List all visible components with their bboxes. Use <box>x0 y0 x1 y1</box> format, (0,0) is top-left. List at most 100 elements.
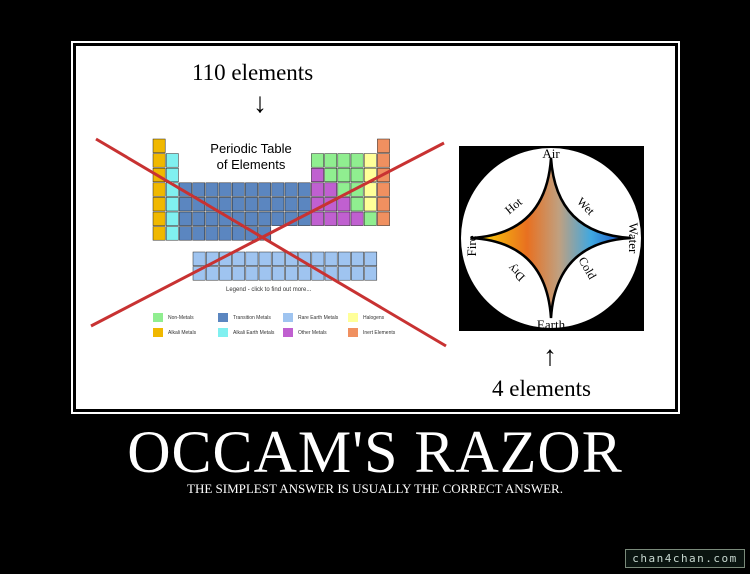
element-cell <box>152 182 166 197</box>
element-cell <box>297 197 311 212</box>
legend-item[interactable]: Alkali Metals <box>153 328 196 337</box>
legend-swatch <box>218 313 228 322</box>
legend-label: Non-Metals <box>168 314 194 321</box>
element-cell <box>377 197 390 212</box>
element-water: Water <box>626 223 641 254</box>
legend-label: Inert Elements <box>363 329 396 336</box>
element-cell <box>152 153 166 168</box>
left-label: 110 elements <box>192 60 314 85</box>
table-title-line1: Periodic Table <box>210 141 292 156</box>
legend-item[interactable]: Other Metals <box>283 328 327 337</box>
element-cell <box>311 167 324 183</box>
element-cell <box>271 211 285 226</box>
legend-label: Rare Earth Metals <box>298 314 339 321</box>
element-cell <box>337 211 351 226</box>
element-cell <box>284 197 298 212</box>
element-cell <box>205 226 219 241</box>
element-cell <box>205 182 219 197</box>
element-cell <box>324 167 338 183</box>
element-cell <box>351 266 364 281</box>
element-cell <box>205 211 219 226</box>
element-cell <box>165 197 179 212</box>
element-cell <box>363 153 377 168</box>
element-cell <box>152 197 166 212</box>
watermark-link[interactable]: chan4chan.com <box>625 549 745 568</box>
poster-title: OCCAM'S RAZOR <box>127 419 623 485</box>
legend-label: Alkali Metals <box>168 329 197 336</box>
legend-swatch <box>348 313 358 322</box>
element-cell <box>192 251 206 266</box>
legend-item[interactable]: Non-Metals <box>153 313 194 322</box>
element-cell <box>311 211 324 226</box>
element-cell <box>377 211 390 226</box>
element-air: Air <box>542 146 560 161</box>
legend-item[interactable]: Inert Elements <box>348 328 395 337</box>
cross-line-1 <box>95 137 447 348</box>
element-cell <box>205 266 219 281</box>
legend-swatch <box>153 313 163 322</box>
element-cell <box>179 211 192 226</box>
element-cell <box>218 182 232 197</box>
element-cell <box>232 251 246 266</box>
element-cell <box>350 167 364 183</box>
element-cell <box>245 251 259 266</box>
element-cell <box>363 197 377 212</box>
element-cell <box>285 266 298 281</box>
element-cell <box>324 182 338 197</box>
legend-swatch <box>283 328 293 337</box>
element-cell <box>337 251 351 266</box>
element-cell <box>245 211 258 226</box>
element-cell <box>350 153 364 168</box>
element-cell <box>152 211 166 226</box>
element-cell <box>258 251 272 266</box>
element-cell <box>192 211 206 226</box>
element-cell <box>377 182 390 197</box>
element-cell <box>337 266 351 281</box>
element-cell <box>152 138 166 153</box>
element-cell <box>219 266 232 281</box>
star-shape <box>470 157 632 319</box>
element-cell <box>258 197 272 212</box>
element-cell <box>284 182 298 197</box>
element-cell <box>297 182 311 197</box>
legend-label: Other Metals <box>298 329 327 336</box>
element-cell <box>377 138 390 153</box>
element-cell <box>363 211 377 226</box>
element-cell <box>258 211 272 226</box>
element-cell <box>231 182 245 197</box>
poster-frame <box>71 41 680 414</box>
element-cell <box>192 226 206 241</box>
legend-swatch <box>153 328 163 337</box>
legend-item[interactable]: Transition Metals <box>218 313 271 322</box>
element-cell <box>152 226 166 241</box>
poster-subtitle: THE SIMPLEST ANSWER IS USUALLY THE CORRE… <box>187 481 563 496</box>
element-cell <box>179 197 192 212</box>
legend-item[interactable]: Alkali Earth Metals <box>218 328 274 337</box>
legend-label: Transition Metals <box>233 314 271 321</box>
element-cell <box>337 167 351 183</box>
red-cross <box>90 137 447 348</box>
element-cell <box>311 182 324 197</box>
element-cell <box>350 197 364 212</box>
periodic-table <box>152 138 390 281</box>
legend-item[interactable]: Rare Earth Metals <box>283 313 338 322</box>
element-cell <box>165 167 179 183</box>
element-cell <box>364 251 378 266</box>
element-cell <box>218 226 232 241</box>
element-cell <box>192 182 206 197</box>
element-cell <box>245 197 258 212</box>
element-cell <box>351 251 364 266</box>
element-cell <box>271 266 285 281</box>
element-cell <box>311 153 324 168</box>
element-cell <box>218 197 232 212</box>
four-elements-diagram: Air Fire Water Earth Hot Wet Dry Cold <box>459 146 644 331</box>
element-cell <box>271 251 285 266</box>
legend-swatch <box>283 313 293 322</box>
legend-item[interactable]: Halogens <box>348 313 384 322</box>
element-cell <box>258 182 272 197</box>
element-cell <box>337 153 351 168</box>
element-cell <box>364 266 378 281</box>
element-cell <box>165 211 179 226</box>
element-cell <box>231 226 245 241</box>
